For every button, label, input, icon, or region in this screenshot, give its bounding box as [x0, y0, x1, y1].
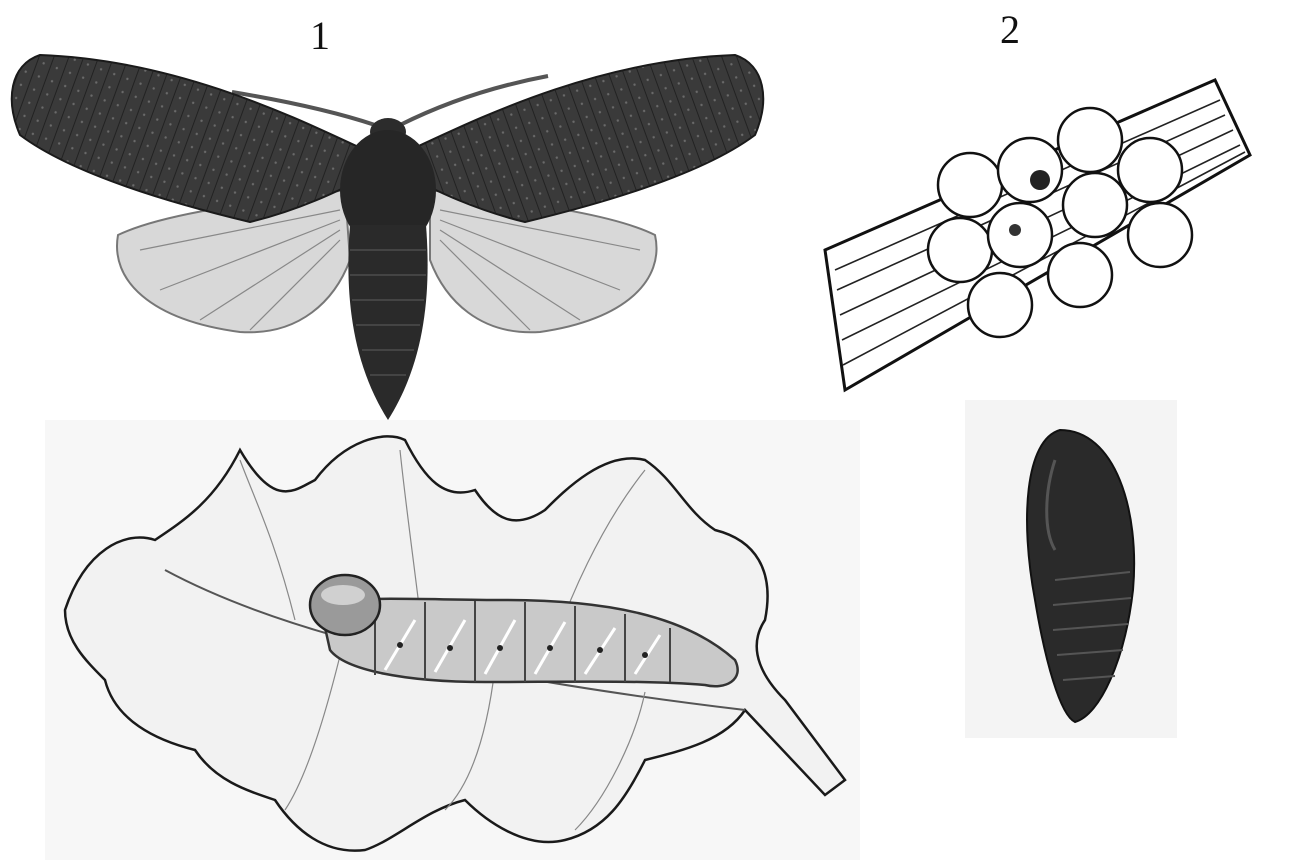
pupa-figure	[965, 400, 1177, 738]
caterpillar-on-oak-leaf-icon	[45, 420, 860, 860]
moth-adult-figure	[0, 40, 780, 430]
egg-cluster-figure	[815, 70, 1255, 400]
figure-label-2: 2	[1000, 10, 1020, 50]
pupa-icon	[965, 400, 1177, 738]
moth-adult-icon	[0, 40, 780, 430]
egg-cluster-icon	[815, 70, 1255, 400]
caterpillar-figure	[45, 420, 860, 860]
